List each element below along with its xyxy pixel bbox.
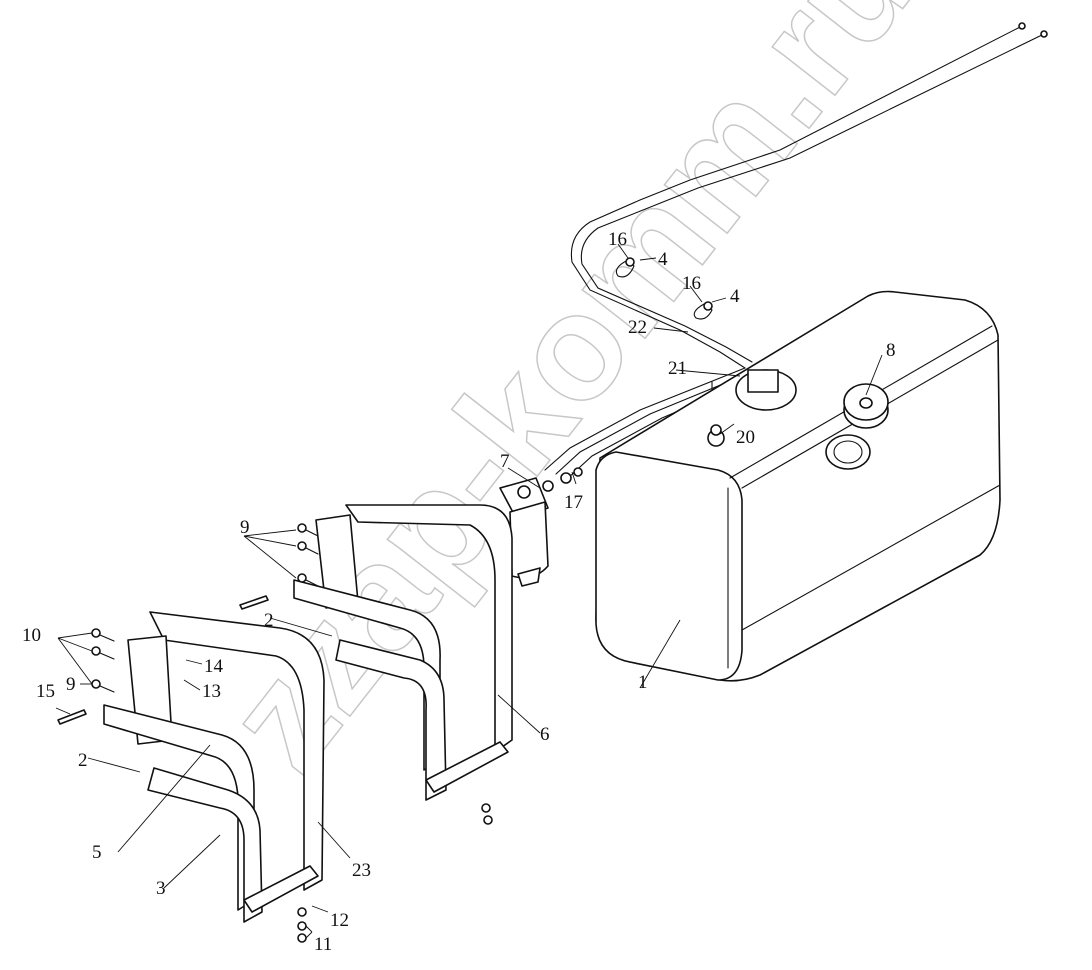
callout-6: 6 [540,724,550,745]
callout-2-rear: 2 [264,610,274,631]
callout-13: 13 [202,681,221,702]
bracket-rear [293,504,513,801]
callout-4-upper: 4 [658,249,668,270]
nuts [297,803,493,943]
clip-lower [693,301,713,320]
callout-14: 14 [204,656,224,677]
fuel-filter [499,467,583,587]
callout-15: 15 [36,681,55,702]
pins [57,595,269,725]
callout-20: 20 [736,427,755,448]
callout-9-front: 9 [66,674,76,695]
bolts-rear [297,523,319,587]
callout-12: 12 [330,910,349,931]
callout-5: 5 [92,842,102,863]
callout-23: 23 [352,860,371,881]
callout-3: 3 [156,878,166,899]
callouts: 1 2 2 3 4 4 5 6 7 8 9 9 10 11 12 13 14 1… [22,229,896,955]
fuel-cap [843,383,889,429]
callout-1: 1 [638,672,648,693]
callout-2-front: 2 [78,750,88,771]
callout-4-lower: 4 [730,286,740,307]
callout-17: 17 [564,492,583,513]
callout-16-lower: 16 [682,273,701,294]
fuel-lines [544,22,1048,479]
callout-10: 10 [22,625,41,646]
callout-11: 11 [314,934,332,955]
callout-22: 22 [628,317,647,338]
callout-21: 21 [668,358,687,379]
clip-upper [615,257,635,278]
callout-16-upper: 16 [608,229,627,250]
callout-8: 8 [886,340,896,361]
bracket-front [103,611,325,923]
fuel-tank [595,290,1001,682]
callout-7: 7 [500,451,510,472]
bolts-front [91,628,115,693]
callout-9-rear: 9 [240,517,250,538]
leader-lines [55,243,883,939]
